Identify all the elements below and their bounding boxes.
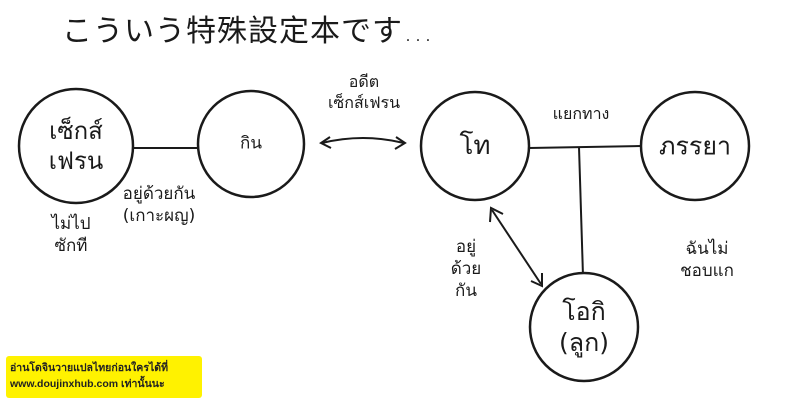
label-ex-sex-friend: อดีต เซ็กส์เฟรน <box>327 72 401 112</box>
edge-branch-oki <box>578 146 584 277</box>
label-live-together: อยู่ด้วยกัน (เกาะผญ) <box>122 184 196 227</box>
node-eat-circle <box>196 89 306 199</box>
node-sex-friend-label: เซ็กส์ เฟรน <box>48 117 104 175</box>
node-eat-label: กิน <box>240 133 262 154</box>
badge-line-1: อ่านโดจินวายแปลไทยก่อนใครได้ที่ <box>10 362 168 374</box>
node-oki-circle <box>528 271 640 383</box>
node-wife-label: ภรรยา <box>658 131 732 161</box>
arrow-ex-sexfriend <box>321 137 405 144</box>
badge-line-2: www.doujinxhub.com เท่านั้นนะ <box>10 378 165 390</box>
node-sex-friend-circle <box>17 87 135 205</box>
node-oki-label: โอกิ (ลูก) <box>559 296 609 357</box>
arrow-ex-right-head <box>394 136 407 150</box>
arrow-toh-oki-head-top <box>489 206 504 223</box>
node-toh-circle <box>419 90 531 202</box>
label-never-went: ไม่ไป ซักที <box>51 214 91 257</box>
node-toh-label: โท <box>459 130 491 161</box>
label-oki-live-together: อยู่ ด้วย กัน <box>450 237 482 302</box>
page-title: こういう特殊設定本です… <box>62 14 434 49</box>
arrow-toh-oki <box>491 209 542 285</box>
edge-toh-wife <box>528 145 642 149</box>
scanlation-badge: อ่านโดจินวายแปลไทยก่อนใครได้ที่ www.douj… <box>6 356 202 398</box>
label-dont-love-you: ฉันไม่ ชอบแก <box>680 239 734 282</box>
label-separated: แยกทาง <box>552 104 610 123</box>
arrow-ex-left-head <box>319 136 332 149</box>
arrow-toh-oki-head-bottom <box>530 273 543 288</box>
node-wife-circle <box>639 90 751 202</box>
